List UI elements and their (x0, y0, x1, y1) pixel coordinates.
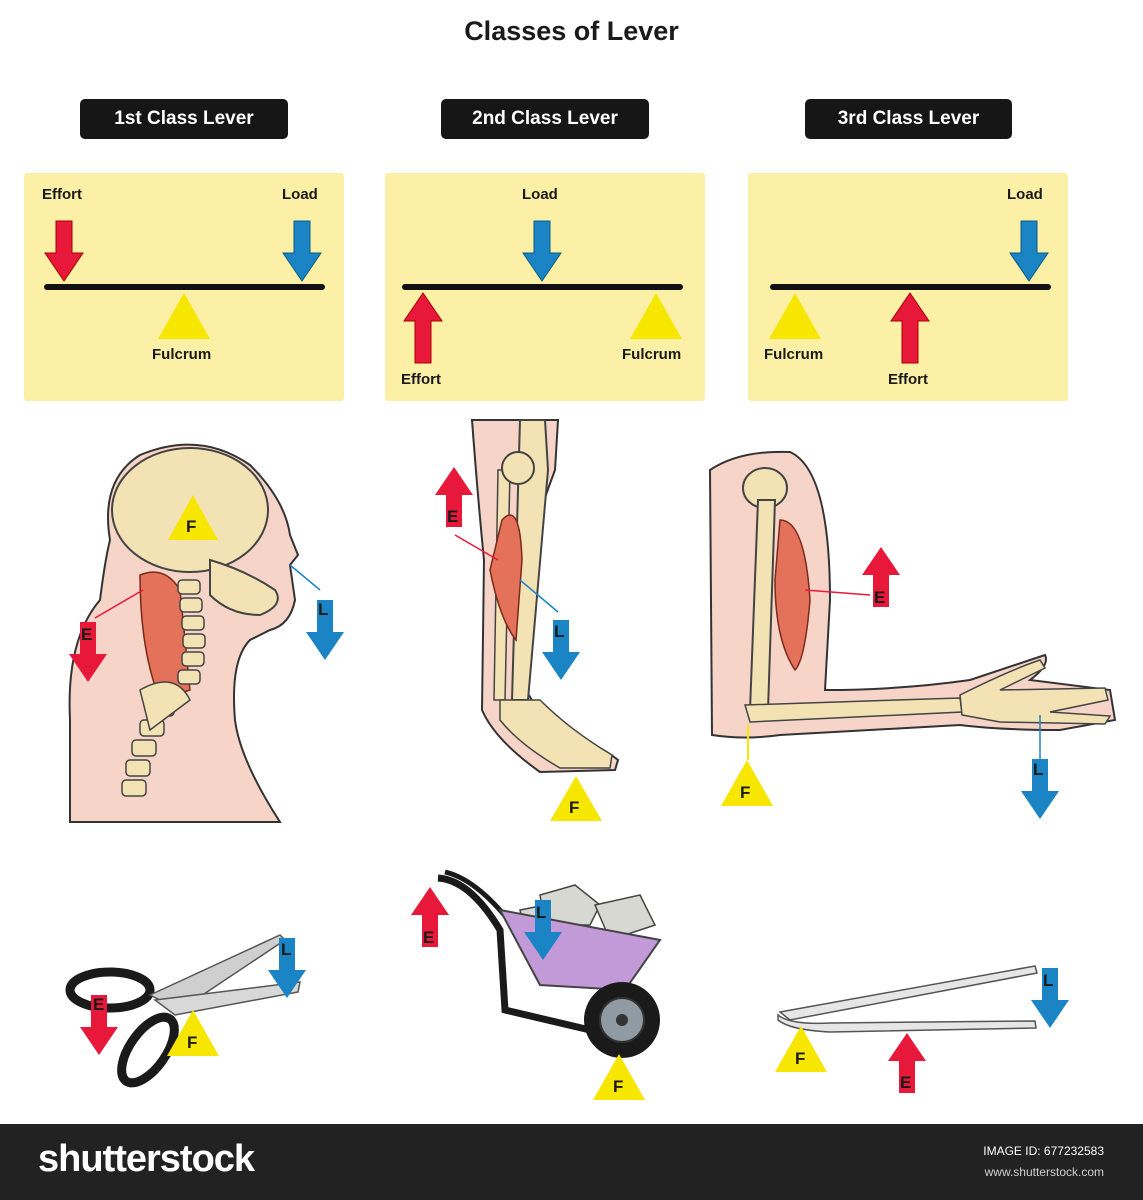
second-class-schematic (402, 220, 683, 364)
fulcrum-letter: F (740, 783, 750, 802)
wheelbarrow-frame (437, 874, 591, 1034)
calf-muscle (489, 514, 523, 642)
illustrations (65, 419, 1117, 1100)
load-label: Load (282, 186, 318, 203)
heading-third-class: 3rd Class Lever (805, 99, 1012, 139)
fulcrum-label: Fulcrum (152, 346, 212, 363)
lever-beam (402, 284, 683, 290)
fulcrum-triangle-icon (168, 495, 218, 540)
tweezers-illustration (775, 965, 1069, 1093)
marker-letters: F E L E L F E L F E L F E L F L E F (81, 507, 1053, 1096)
biceps-muscle (774, 519, 811, 672)
effort-label: Effort (888, 371, 928, 388)
fulcrum-letter: F (613, 1077, 623, 1096)
fulcrum-letter: F (569, 798, 579, 817)
leg-foot-illustration (435, 419, 620, 821)
load-arrow-icon (1009, 220, 1049, 282)
panel-second-class: Load Effort Fulcrum (385, 173, 705, 401)
tweezer-arm-top (778, 965, 1038, 1021)
fulcrum-triangle-icon (593, 1054, 645, 1100)
effort-arrow-icon (890, 292, 930, 364)
lever-beam (770, 284, 1051, 290)
load-arrow-icon (282, 220, 322, 282)
effort-letter: E (423, 928, 434, 947)
scissors-illustration (65, 934, 306, 1088)
fulcrum-triangle-icon (769, 293, 821, 339)
effort-arrow-icon (403, 292, 443, 364)
load-letter: L (318, 600, 328, 619)
arm-silhouette (708, 450, 1117, 739)
footer-bar: shutterstock IMAGE ID: 677232583 www.shu… (0, 1124, 1143, 1200)
effort-letter: E (447, 507, 458, 526)
tibia-bone (510, 419, 550, 701)
fulcrum-label: Fulcrum (622, 346, 682, 363)
foot-bones (499, 699, 613, 769)
fulcrum-triangle-icon (721, 760, 773, 806)
third-class-schematic (769, 220, 1051, 364)
load-letter: L (554, 622, 564, 641)
effort-letter: E (874, 588, 885, 607)
first-class-schematic (44, 220, 325, 339)
arm-illustration (708, 450, 1117, 819)
panel-first-class: Effort Load Fulcrum (24, 173, 344, 401)
jaw-bone (209, 558, 279, 617)
load-letter: L (536, 903, 546, 922)
load-label: Load (522, 186, 558, 203)
lever-beam (44, 284, 325, 290)
fulcrum-letter: F (187, 1033, 197, 1052)
load-label: Load (1007, 186, 1043, 203)
heading-second-class: 2nd Class Lever (441, 99, 649, 139)
effort-label: Effort (401, 371, 441, 388)
image-id: IMAGE ID: 677232583 (983, 1144, 1104, 1158)
shoulder-bone (139, 681, 191, 732)
effort-letter: E (81, 625, 92, 644)
brand-logo: shutterstock (38, 1138, 255, 1180)
effort-label: Effort (42, 186, 82, 203)
fulcrum-letter: F (795, 1049, 805, 1068)
heading-first-class: 1st Class Lever (80, 99, 288, 139)
fulcrum-triangle-icon (550, 776, 602, 821)
fulcrum-triangle-icon (775, 1026, 827, 1072)
scissors-handle-bottom (117, 1012, 179, 1088)
fulcrum-triangle-icon (630, 293, 682, 339)
fulcrum-label: Fulcrum (764, 346, 824, 363)
load-arrow-icon (522, 220, 562, 282)
effort-letter: E (900, 1073, 911, 1092)
hand-bones (959, 659, 1112, 725)
diagram-title: Classes of Lever (464, 16, 679, 46)
fulcrum-triangle-icon (167, 1010, 219, 1056)
scissors-blade-bottom (153, 981, 301, 1016)
scissors-handle-top (65, 967, 155, 1013)
head-neck-illustration (68, 443, 344, 823)
wheelbarrow-illustration (411, 869, 662, 1100)
panel-third-class: Load Fulcrum Effort (748, 173, 1068, 401)
tweezer-arm-bottom (777, 1013, 1037, 1033)
fulcrum-letter: F (186, 517, 196, 536)
effort-letter: E (93, 995, 104, 1014)
fulcrum-triangle-icon (158, 293, 210, 339)
site-url: www.shutterstock.com (984, 1165, 1104, 1179)
load-letter: L (281, 940, 291, 959)
load-letter: L (1043, 971, 1053, 990)
load-letter: L (1033, 760, 1043, 779)
knee-joint (501, 451, 535, 485)
effort-arrow-icon (44, 220, 84, 282)
